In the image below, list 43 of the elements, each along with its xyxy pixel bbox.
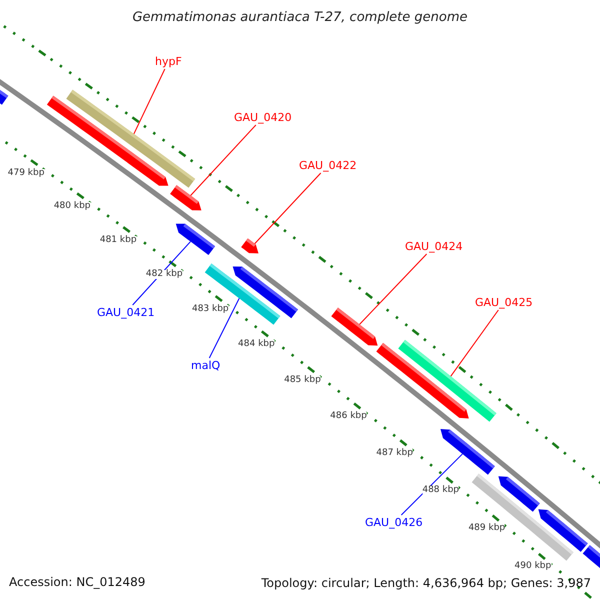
position-label: 481 kbp <box>100 236 137 245</box>
position-label: 490 kbp <box>514 562 552 572</box>
position-label: 485 kbp <box>284 376 321 385</box>
position-label: 484 kbp <box>238 340 275 349</box>
gene-label: GAU_0420 <box>234 112 292 123</box>
leader-line <box>132 241 192 306</box>
genome-stats-text: Topology: circular; Length: 4,636,964 bp; Genes: 3,987 <box>261 577 591 589</box>
gene-label: GAU_0424 <box>405 241 463 252</box>
position-label: 479 kbp <box>8 168 44 178</box>
gene-bar <box>170 185 202 210</box>
position-label: 480 kbp <box>54 202 90 212</box>
leader-line <box>450 310 499 377</box>
gene-label: GAU_0421 <box>97 307 155 318</box>
gene-bar <box>331 308 378 346</box>
accession-text: Accession: NC_012489 <box>9 576 146 588</box>
gene-bar <box>241 238 258 254</box>
gene-label: GAU_0425 <box>475 297 533 308</box>
leader-line <box>359 254 428 325</box>
gene-bar <box>582 545 600 569</box>
gene-bar <box>176 224 216 256</box>
title: Gemmatimonas aurantiaca T-27, complete genome <box>131 11 469 24</box>
position-label: 489 kbp <box>468 524 506 533</box>
gene-bar <box>0 88 8 105</box>
position-label: 482 kbp <box>146 270 183 279</box>
position-label: 488 kbp <box>422 486 460 496</box>
leader-line <box>254 172 322 244</box>
position-label: 483 kbp <box>192 304 229 314</box>
leader-line <box>190 124 256 196</box>
gene-bar <box>498 476 540 512</box>
position-label: 486 kbp <box>330 412 367 421</box>
gene-label: hypF <box>155 56 182 67</box>
position-label: 487 kbp <box>376 448 413 458</box>
gene-label: GAU_0422 <box>299 160 357 171</box>
gene-bar <box>46 96 168 186</box>
gene-bar <box>538 509 588 552</box>
leader-line <box>400 453 463 516</box>
gene-bar <box>232 266 298 318</box>
leader-line <box>208 298 240 358</box>
gene-bar <box>376 342 469 419</box>
gene-label: malQ <box>191 360 220 371</box>
gene-label: GAU_0426 <box>365 517 423 528</box>
leader-line <box>133 68 166 134</box>
gene-bar <box>440 429 495 475</box>
